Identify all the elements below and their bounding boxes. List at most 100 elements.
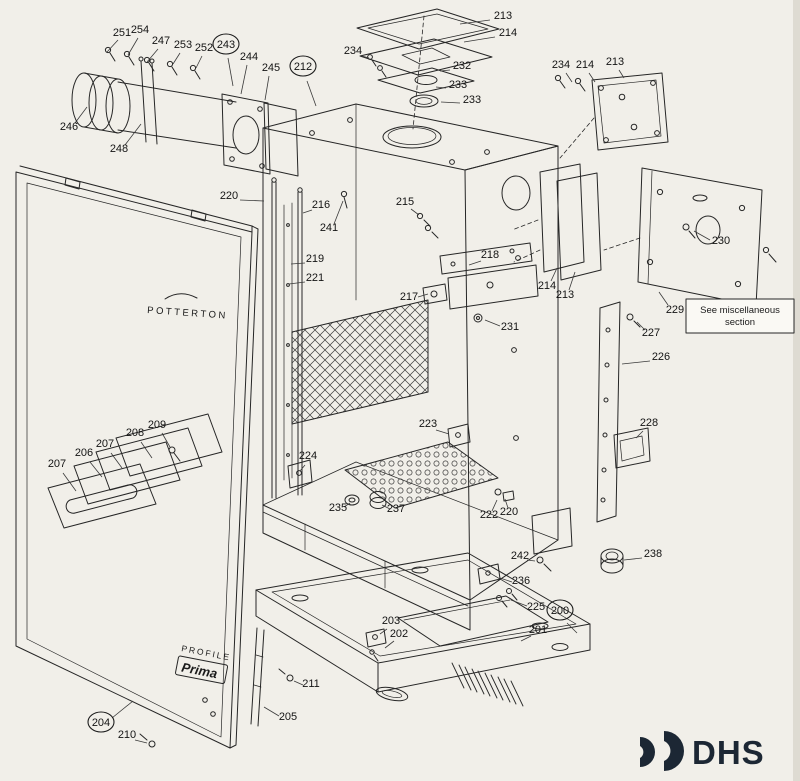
leader-line-235: [343, 502, 351, 508]
part-label-234: 234: [552, 59, 570, 71]
leader-line-210: [134, 739, 148, 744]
part-label-241: 241: [320, 222, 338, 234]
prima-logo: Prima: [175, 655, 229, 685]
part-label-214: 214: [538, 280, 556, 292]
flue-terminal-plates: [356, 8, 500, 130]
leader-lines: [62, 19, 711, 744]
tray-grille-ribs: [451, 662, 524, 707]
flue-rods: [138, 56, 158, 145]
note-line1: See miscellaneous: [700, 305, 780, 316]
leader-line-213: [459, 19, 491, 25]
part-label-230: 230: [712, 235, 730, 247]
leader-line-236: [499, 577, 513, 583]
leader-line-224: [299, 464, 306, 472]
part-label-231: 231: [501, 321, 519, 333]
leader-line-216: [302, 209, 313, 214]
part-label-237: 237: [387, 503, 405, 515]
door-fixing-hole: [202, 697, 208, 703]
leader-line-207: [62, 472, 77, 492]
door-clip-tab: [64, 177, 81, 190]
part-label-205: 205: [279, 711, 297, 723]
part-label-225: 225: [527, 601, 545, 613]
leader-line-242: [526, 559, 536, 562]
leader-line-253: [172, 52, 181, 65]
leader-line-220: [239, 199, 265, 202]
flue-screws: [104, 46, 201, 80]
bracket-218: [439, 242, 533, 275]
part-label-222: 222: [480, 509, 498, 521]
leader-line-207: [110, 452, 123, 469]
leader-line-218: [468, 260, 482, 266]
part-label-210: 210: [118, 729, 136, 741]
part-label-234: 234: [344, 45, 362, 57]
part-label-207: 207: [48, 458, 66, 470]
bracket-203: [365, 628, 387, 648]
part-label-213: 213: [606, 56, 624, 68]
leader-line-213: [568, 271, 576, 291]
leader-line-234: [361, 55, 370, 59]
leader-line-233: [435, 86, 447, 89]
part-label-247: 247: [152, 35, 170, 47]
leader-line-247: [146, 48, 159, 63]
part-label-236: 236: [512, 575, 530, 587]
part-label-242: 242: [511, 550, 529, 562]
part-label-227: 227: [642, 327, 660, 339]
prima-logo-text: Prima: [180, 660, 218, 682]
label-circle-243: [212, 33, 240, 55]
scan-edge: [793, 0, 800, 781]
main-casing: [262, 103, 559, 631]
part-label-251: 251: [113, 27, 131, 39]
louvre-screw: [168, 446, 181, 462]
latch-220: [494, 488, 502, 496]
leader-line-206: [89, 461, 103, 478]
door-seal-strip: [250, 627, 265, 727]
potterton-swoosh-icon: [164, 293, 198, 300]
part-label-245: 245: [262, 62, 280, 74]
part-label-252: 252: [195, 42, 213, 54]
frame-228: [613, 427, 651, 469]
part-label-254: 254: [131, 24, 149, 36]
leader-line-233: [440, 101, 461, 104]
part-label-204: 204: [92, 717, 110, 729]
part-label-208: 208: [126, 427, 144, 439]
screw-231: [473, 313, 483, 323]
door-clip-tab: [190, 209, 207, 222]
leader-line-208: [140, 441, 153, 459]
part-label-200: 200: [551, 605, 569, 617]
part-label-226: 226: [652, 351, 670, 363]
part-label-219: 219: [306, 253, 324, 265]
part-label-207: 207: [96, 438, 114, 450]
leader-line-220: [504, 498, 509, 509]
grommet-235: [344, 494, 360, 506]
leader-line-226: [621, 360, 651, 365]
part-label-243: 243: [217, 39, 235, 51]
leader-line-212: [306, 80, 317, 107]
bracket-224: [287, 459, 313, 489]
leader-line-232: [439, 69, 451, 72]
screw-211: [286, 674, 294, 682]
leader-line-217: [417, 293, 429, 298]
part-label-246: 246: [60, 121, 78, 133]
part-label-217: 217: [400, 291, 418, 303]
part-label-238: 238: [644, 548, 662, 560]
leader-line-214: [550, 267, 558, 282]
part-label-202: 202: [390, 628, 408, 640]
leader-line-214: [588, 72, 596, 83]
screw-210: [148, 740, 156, 748]
leader-line-213: [618, 69, 625, 79]
leader-line-223: [435, 429, 450, 435]
leader-line-209: [161, 432, 171, 448]
part-label-214: 214: [499, 27, 517, 39]
leader-line-219: [290, 262, 306, 265]
side-knockout: [501, 175, 531, 211]
part-label-244: 244: [240, 51, 258, 63]
leader-line-238: [623, 557, 643, 561]
leader-line-214: [463, 36, 496, 43]
part-label-206: 206: [75, 447, 93, 459]
vent-slot: [65, 484, 138, 514]
part-label-214: 214: [576, 59, 594, 71]
leader-line-245: [264, 75, 270, 101]
part-label-209: 209: [148, 419, 166, 431]
